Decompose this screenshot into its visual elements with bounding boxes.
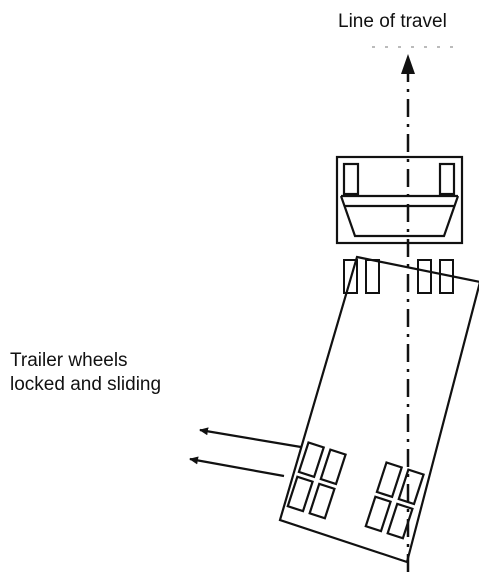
slide-arrow-lower <box>190 459 284 476</box>
tractor-wheel <box>366 260 379 293</box>
trailer <box>280 257 479 562</box>
trailer-wheel <box>366 497 391 531</box>
cab-windshield <box>341 196 458 236</box>
cab-window-right <box>440 164 454 194</box>
trailer-wheel <box>310 484 335 518</box>
trailer-wheel <box>377 462 402 496</box>
slide-arrow-upper <box>200 430 301 447</box>
trailer-wheel <box>321 450 346 484</box>
trailer-wheel <box>399 470 424 504</box>
cab-window-left <box>344 164 358 194</box>
trailer-body <box>280 257 479 562</box>
tractor-cab <box>337 157 462 243</box>
tractor-wheel <box>418 260 431 293</box>
trailer-wheel-group-left <box>288 442 346 518</box>
cab-body <box>337 157 462 243</box>
travel-arrowhead <box>401 54 415 74</box>
trailer-wheel <box>299 442 324 476</box>
trailer-wheel-group-right <box>366 462 424 538</box>
